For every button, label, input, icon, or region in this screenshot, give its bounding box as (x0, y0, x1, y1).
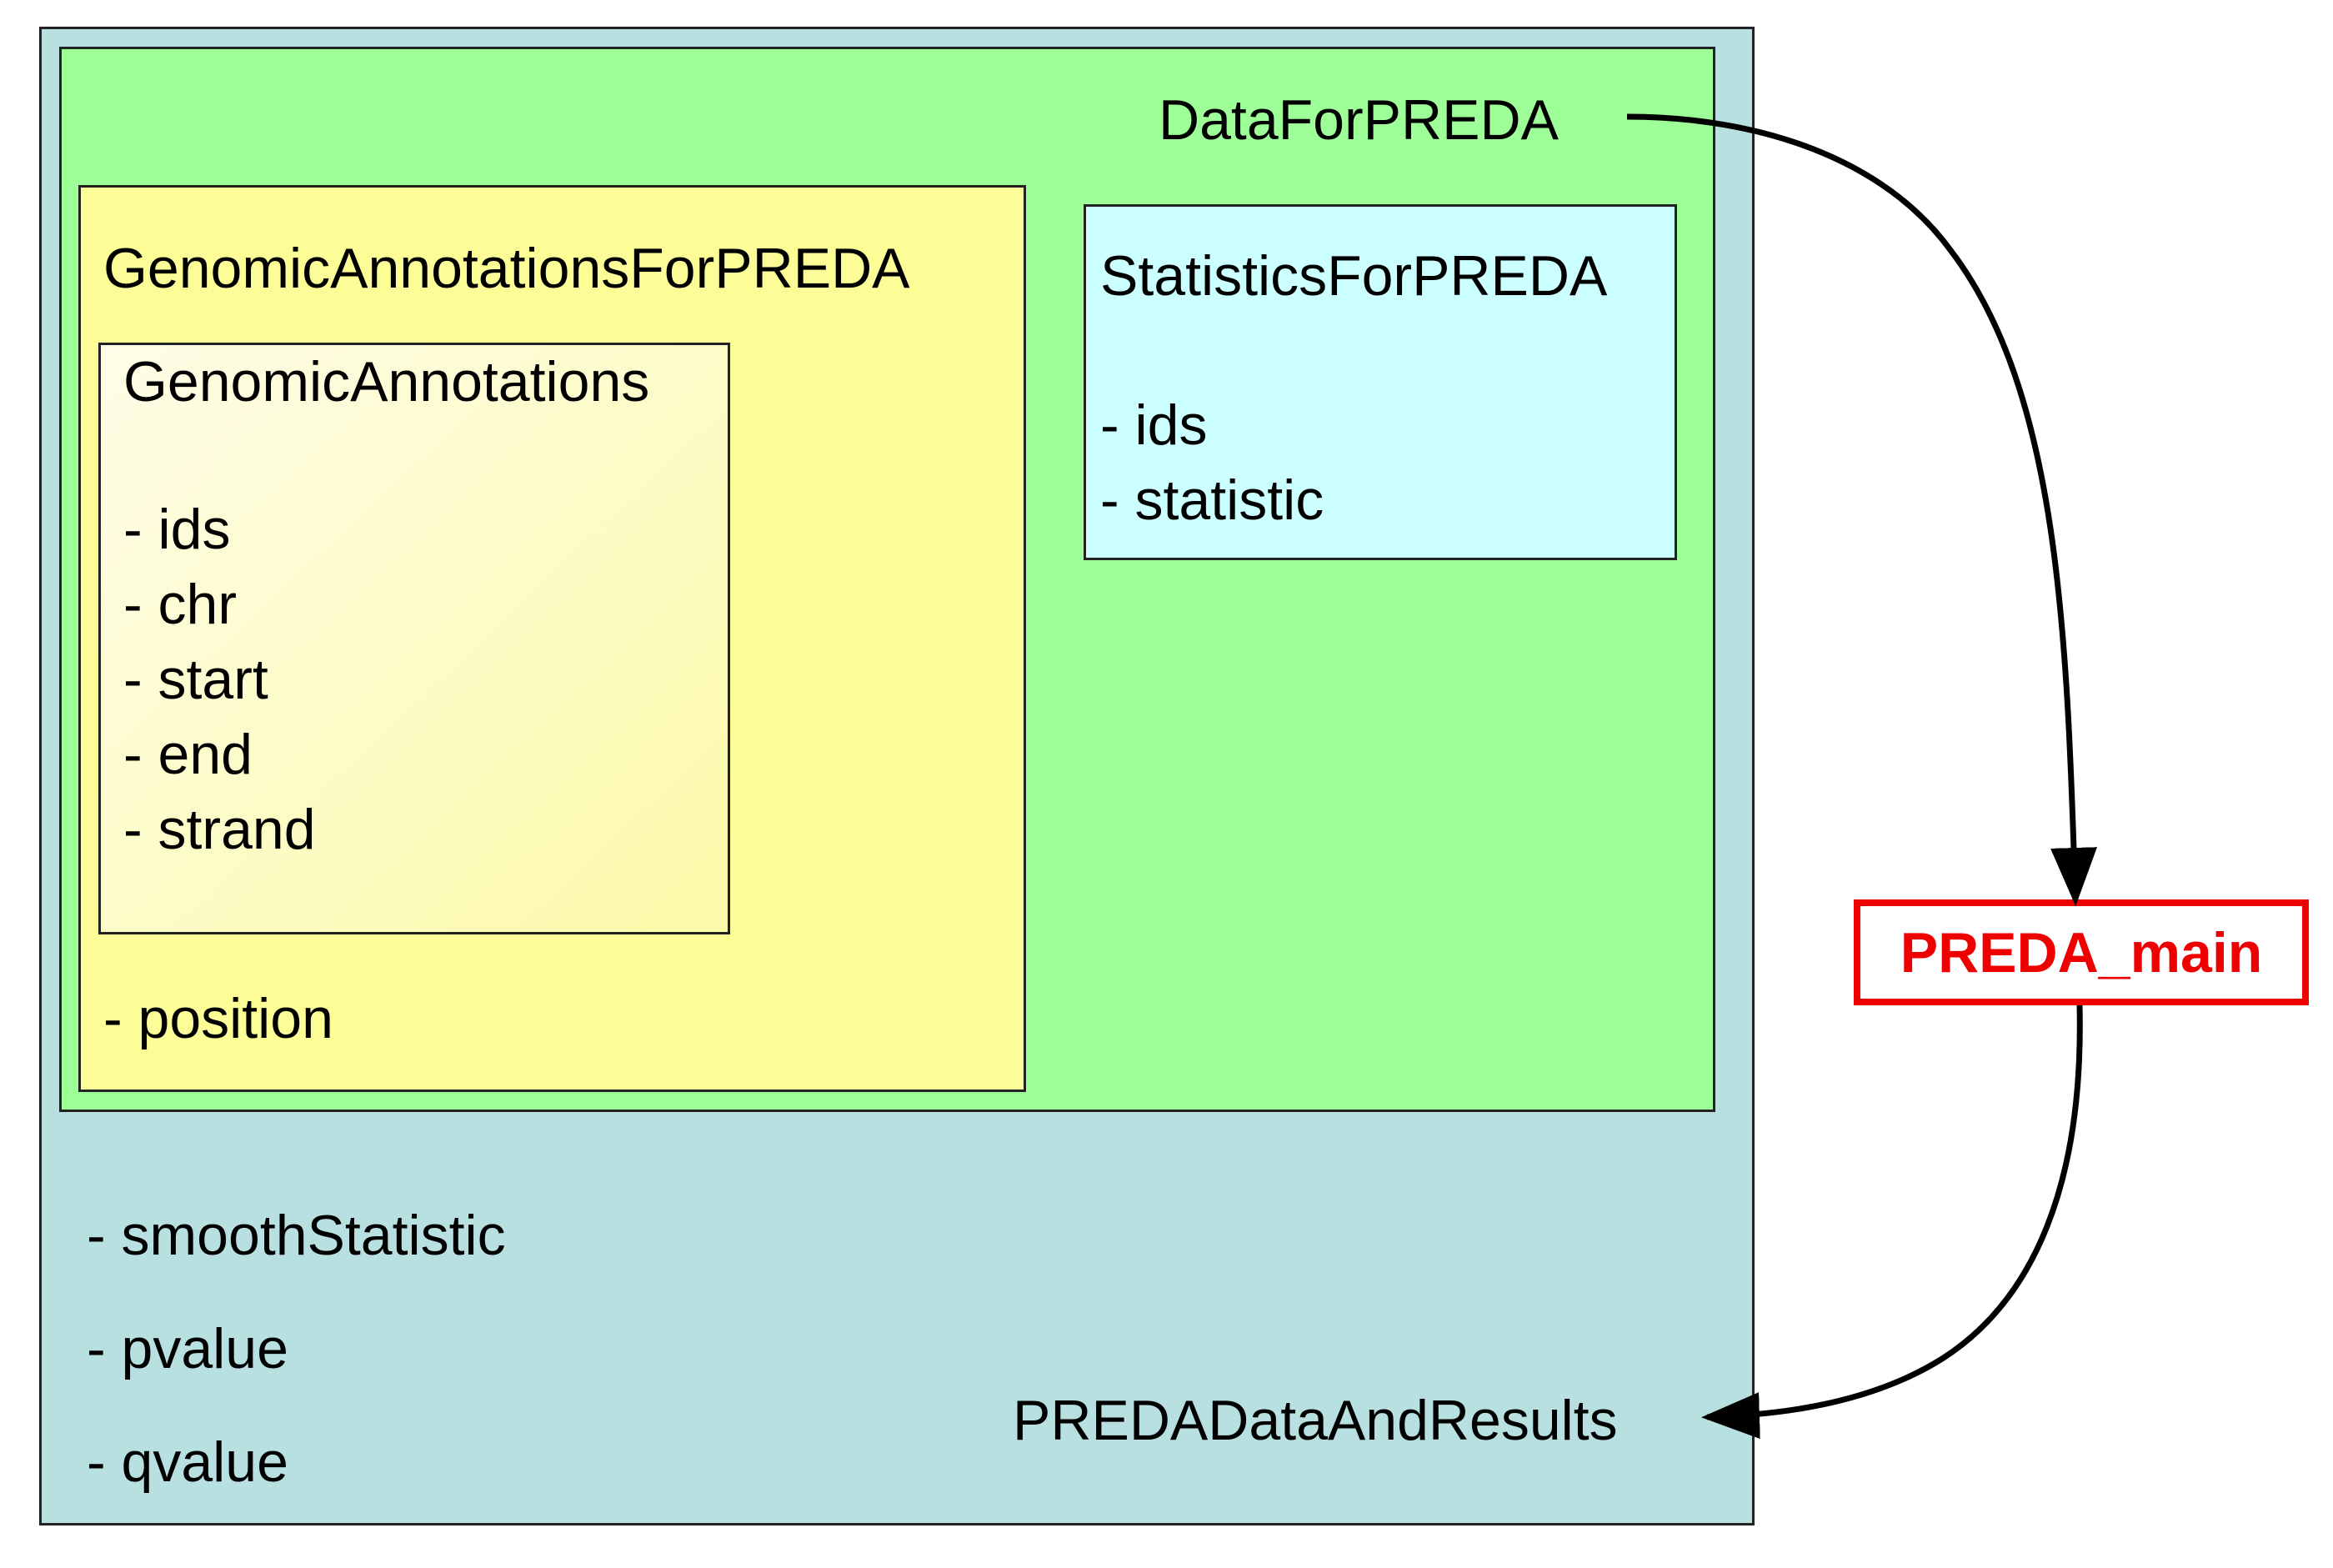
preda-main-label: PREDA_main (1900, 920, 2263, 984)
statistics-for-preda-box (1084, 204, 1677, 560)
field-statistic: - statistic (1100, 468, 1324, 532)
statistics-field-list: - ids - statistic (1100, 388, 1324, 538)
field-position: - position (103, 987, 333, 1050)
preda-data-and-results-title: PREDADataAndResults (1013, 1389, 1618, 1452)
genomic-annotations-for-preda-title: GenomicAnnotationsForPREDA (103, 237, 910, 300)
field-ids: - ids (123, 498, 231, 561)
preda-main-box: PREDA_main (1854, 899, 2309, 1005)
field-pvalue: - pvalue (87, 1317, 288, 1380)
genomic-annotations-box (98, 343, 730, 934)
field-chr: - chr (123, 573, 237, 636)
field-ids: - ids (1100, 393, 1208, 457)
field-strand: - strand (123, 798, 316, 861)
arrow-main-to-results (1701, 1004, 2083, 1440)
genomic-annotations-title: GenomicAnnotations (123, 350, 650, 413)
field-start: - start (123, 648, 268, 711)
field-qvalue: - qvalue (87, 1430, 288, 1494)
statistics-for-preda-title: StatisticsForPREDA (1100, 244, 1608, 308)
genomic-annotations-field-list: - ids - chr - start - end - strand (123, 492, 316, 867)
field-end: - end (123, 723, 253, 786)
data-for-preda-title: DataForPREDA (1159, 88, 1559, 152)
field-smooth-statistic: - smoothStatistic (87, 1204, 506, 1267)
